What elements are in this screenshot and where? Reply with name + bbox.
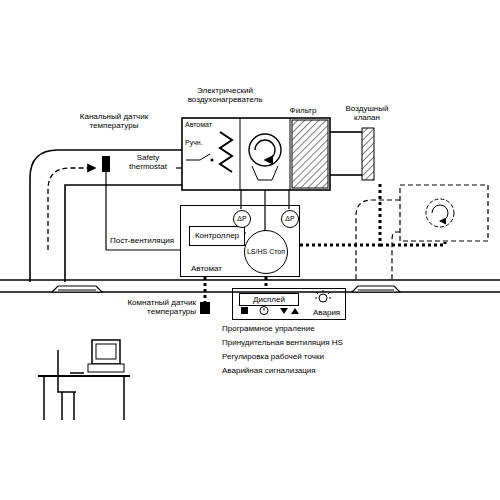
text-label: Воздушный клапан: [334, 104, 400, 122]
text-label: Электрический воздухонагреватель: [176, 86, 274, 104]
text-label: Регулировка рабочей точки: [222, 352, 412, 361]
node-text: Дисплей: [253, 295, 285, 304]
display-panel: Авария Дисплей: [232, 288, 346, 320]
text-label: Канальный датчик температуры: [78, 112, 150, 130]
text-label: Аварийная сигнализация: [222, 366, 412, 375]
node-text: ΔP: [285, 215, 294, 223]
text-label: Ручн.: [185, 139, 225, 147]
text-label: Фильтр: [283, 106, 323, 115]
node-text: LS/HS Стоп: [247, 248, 285, 256]
control-unit: Автомат Контроллер ΔP ΔP LS/HS Стоп: [180, 205, 300, 277]
node-text: Контроллер: [195, 231, 239, 240]
text-label: Комнатный датчик температуры: [118, 298, 196, 316]
node-text: Автомат: [191, 264, 222, 273]
controller-box: Контроллер: [189, 226, 245, 246]
text-label: Принудительная вентиляция HS: [222, 338, 412, 347]
speed-switch: LS/HS Стоп: [244, 230, 288, 274]
pressure-sensor: ΔP: [281, 210, 299, 228]
node-text: Авария: [313, 308, 340, 317]
node-text: ΔP: [237, 215, 246, 223]
text-label: Программное упраление: [222, 324, 412, 333]
text-label: Safety thermostat: [120, 153, 176, 171]
display-screen: Дисплей: [239, 293, 299, 306]
text-label: Пост-вентиляция: [110, 236, 180, 245]
signal-line: [265, 277, 268, 288]
text-label: Автомат: [185, 121, 225, 129]
pressure-sensor: ΔP: [233, 210, 251, 228]
